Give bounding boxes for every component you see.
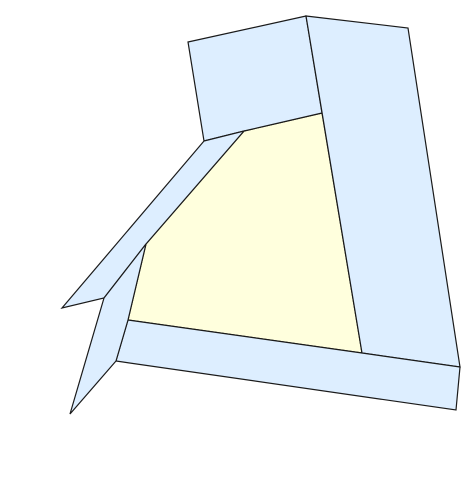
left-lower-flap <box>69 243 147 415</box>
top-flap <box>187 15 323 142</box>
